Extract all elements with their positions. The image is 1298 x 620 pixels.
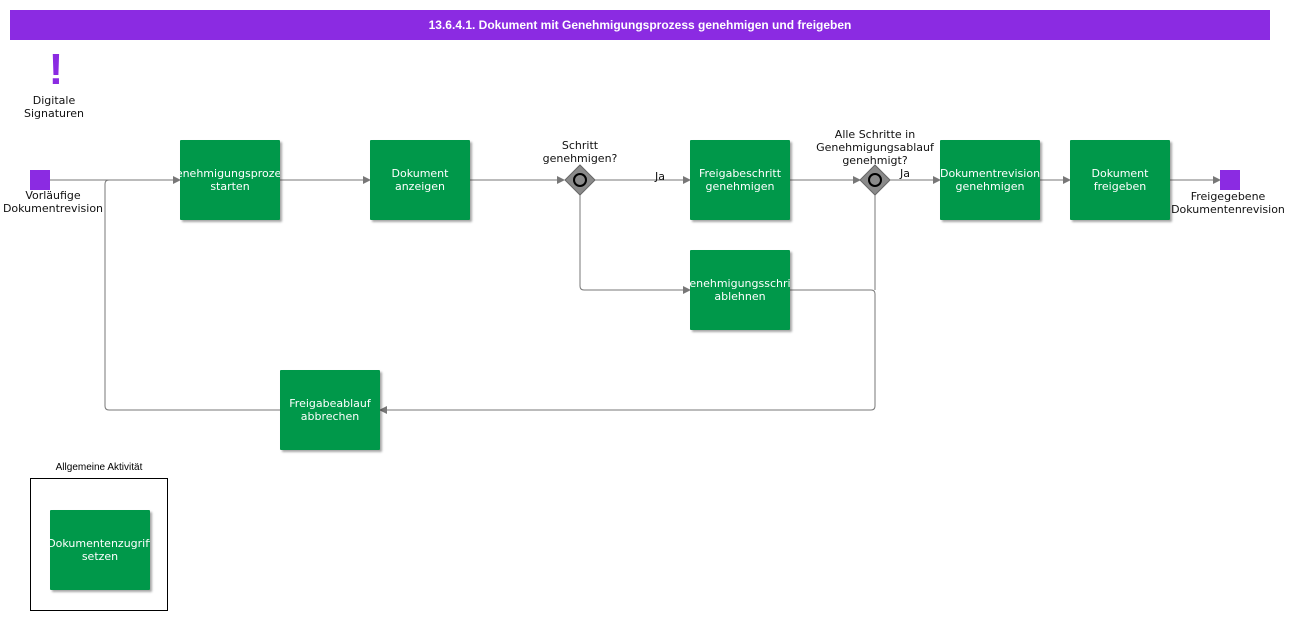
- gateway-step-yes-label: Ja: [655, 170, 665, 183]
- gateway-circle-icon: [868, 173, 882, 187]
- group-title: Allgemeine Aktivität: [55, 462, 143, 473]
- task-cancel-release[interactable]: Freigabeablauf abbrechen: [280, 370, 380, 450]
- task-approve-step[interactable]: Freigabeschritt genehmigen: [690, 140, 790, 220]
- gateway-step-approved[interactable]: [564, 164, 596, 196]
- flow-cancel-loop: [104, 179, 280, 411]
- flow-gateway1-no: [579, 195, 691, 294]
- end-event[interactable]: [1220, 170, 1240, 190]
- end-event-label: Freigegebene Dokumentenrevision: [1171, 190, 1285, 216]
- gateway-all-approved[interactable]: [859, 164, 891, 196]
- gateway-step-label: Schritt genehmigen?: [542, 139, 618, 165]
- task-reject-step[interactable]: Genehmigungsschritt ablehnen: [690, 250, 790, 330]
- task-set-access[interactable]: Dokumentenzugriff setzen: [50, 510, 150, 590]
- task-approve-revision[interactable]: Dokumentrevision genehmigen: [940, 140, 1040, 220]
- gateway-all-label: Alle Schritte in Genehmigungsablauf gene…: [816, 128, 934, 167]
- exclamation-icon: !: [48, 45, 64, 94]
- annotation-label: Digitale Signaturen: [23, 94, 85, 120]
- task-show-document[interactable]: Dokument anzeigen: [370, 140, 470, 220]
- diagram-title: 13.6.4.1. Dokument mit Genehmigungsproze…: [10, 10, 1270, 40]
- start-event-label: Vorläufige Dokumentrevision: [2, 189, 104, 215]
- task-release-document[interactable]: Dokument freigeben: [1070, 140, 1170, 220]
- gateway-all-yes-label: Ja: [900, 167, 910, 180]
- task-start-approval[interactable]: Genehmigungsprozess starten: [180, 140, 280, 220]
- flow-reject-to-cancel: [379, 289, 876, 414]
- start-event[interactable]: [30, 170, 50, 190]
- gateway-circle-icon: [573, 173, 587, 187]
